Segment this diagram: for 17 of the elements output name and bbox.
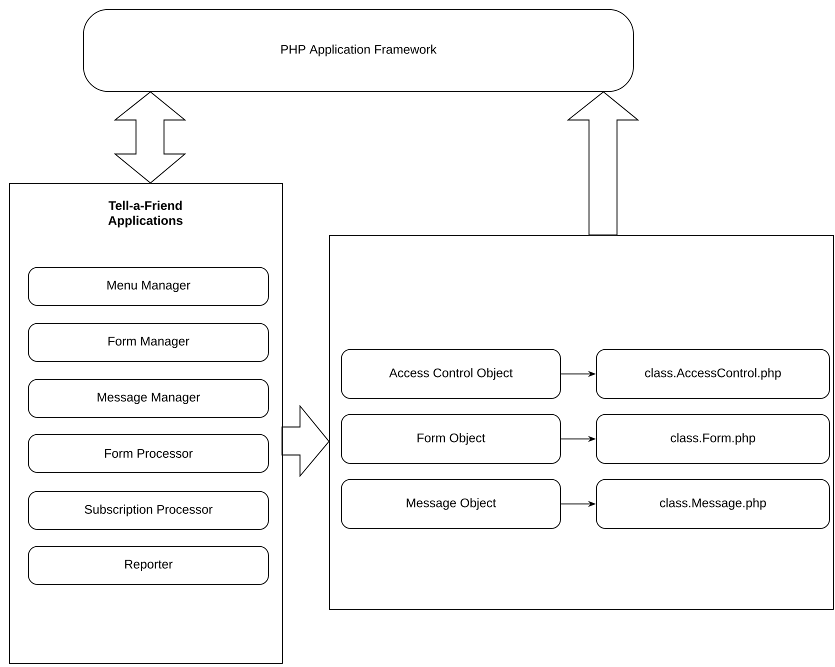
process-box: class.Form.php: [596, 414, 830, 464]
process-box: Message Manager: [28, 379, 269, 418]
process-box: Message Object: [341, 479, 561, 529]
framework-box: PHP Application Framework: [83, 9, 634, 92]
process-box: Form Manager: [28, 323, 269, 362]
process-box: class.AccessControl.php: [596, 349, 830, 399]
process-box: Menu Manager: [28, 267, 269, 306]
process-box: Subscription Processor: [28, 491, 269, 530]
block-arrow: [114, 91, 186, 184]
block-arrow: [282, 404, 330, 478]
object-panel: [329, 235, 834, 610]
block-arrow: [566, 91, 640, 236]
process-box: Form Object: [341, 414, 561, 464]
process-box: Reporter: [28, 546, 269, 585]
process-box: Access Control Object: [341, 349, 561, 399]
process-box: class.Message.php: [596, 479, 830, 529]
process-box: Form Processor: [28, 434, 269, 473]
